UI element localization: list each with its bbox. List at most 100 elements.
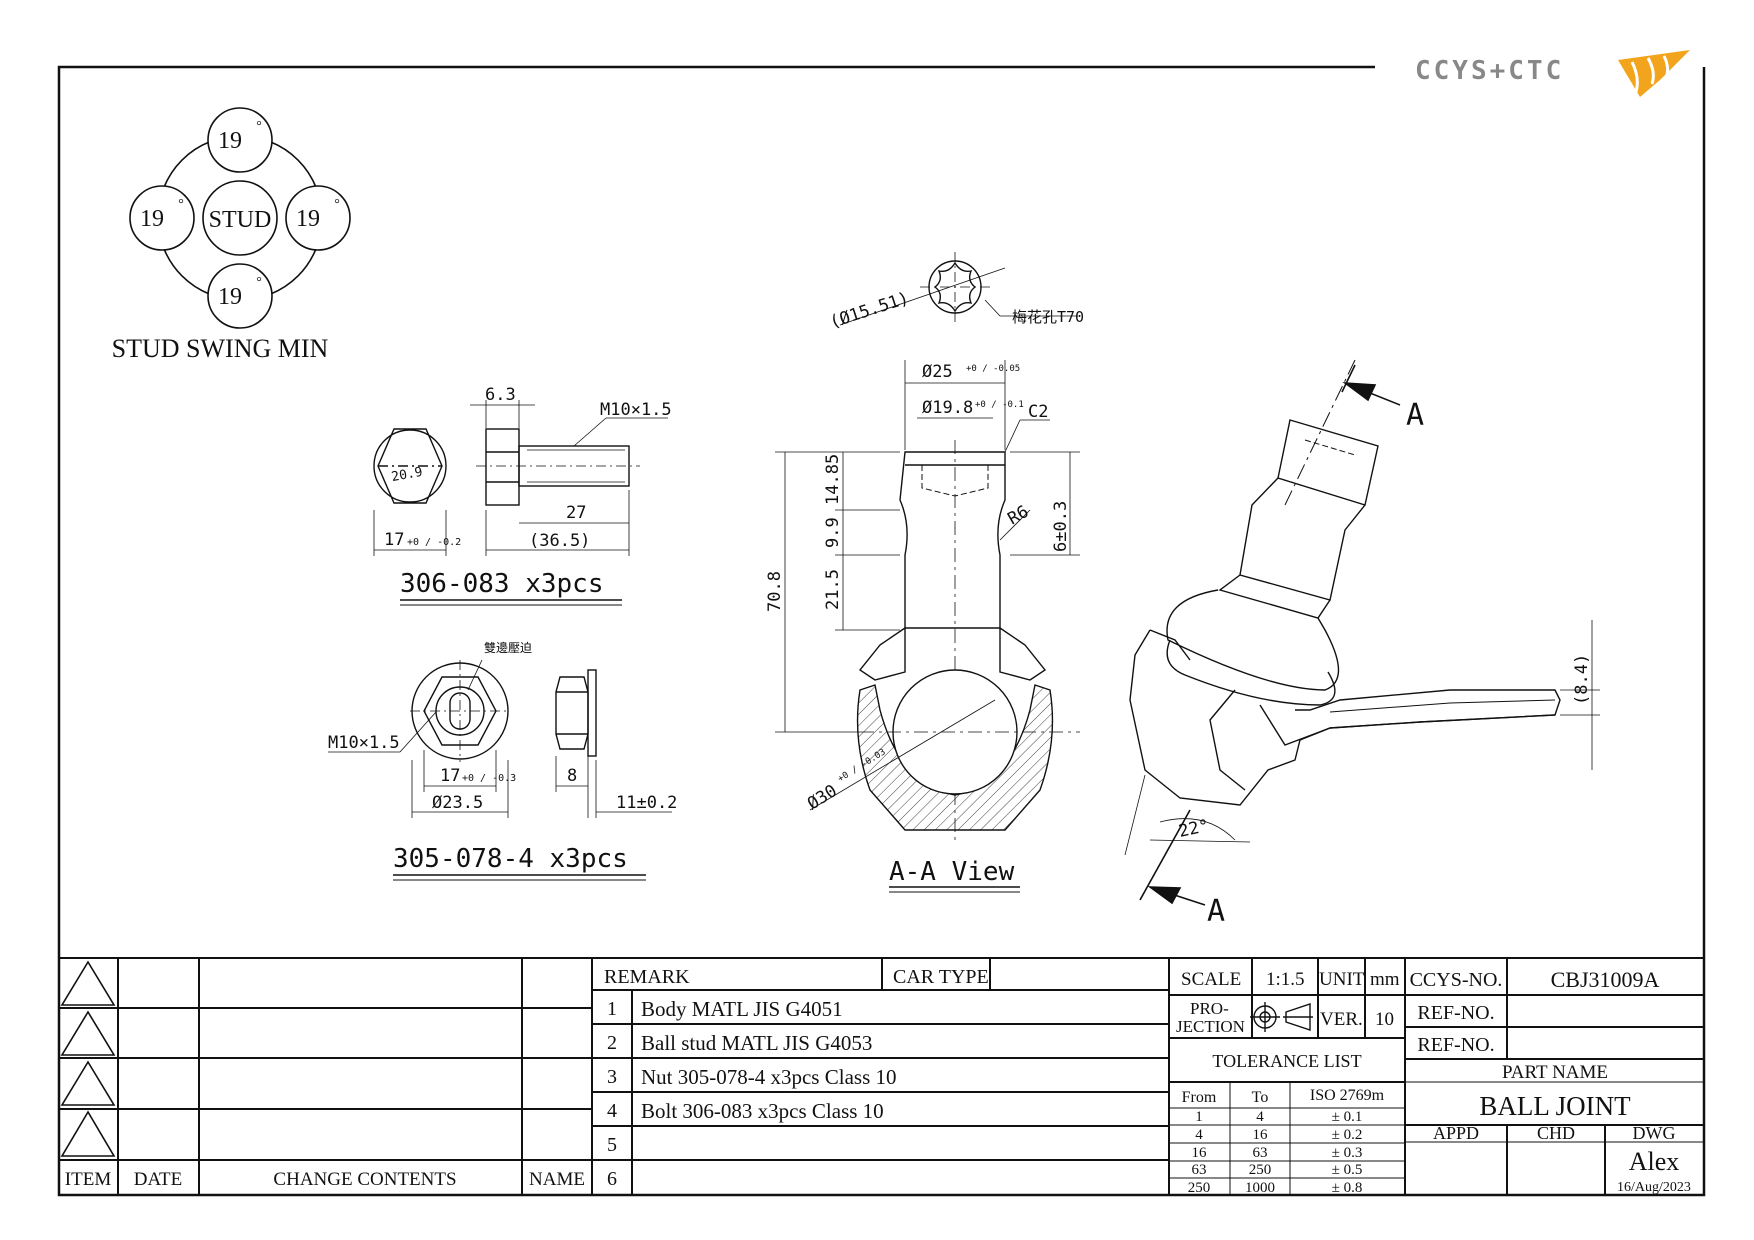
ver-value: 10 [1375, 1009, 1394, 1030]
cut-label-bottom: A [1207, 894, 1225, 929]
tol-row-4-to: 250 [1249, 1162, 1272, 1178]
dim-total: 70.8 [765, 571, 785, 612]
rev-header-change: CHANGE CONTENTS [273, 1169, 456, 1190]
dim-1: 14.85 [823, 454, 843, 505]
scale-value: 1:1.5 [1266, 969, 1305, 990]
remark-text-2: Ball stud MATL JIS G4053 [641, 1031, 872, 1055]
bolt-drawing [373, 400, 668, 556]
remark-no-3: 3 [607, 1066, 617, 1088]
rev-header-date: DATE [134, 1169, 183, 1190]
dim-2: 9.9 [823, 517, 843, 548]
tol-row-2-to: 16 [1253, 1127, 1269, 1143]
ccys-no-label: CCYS-NO. [1410, 969, 1503, 991]
tol-header-iso: ISO 2769m [1310, 1087, 1385, 1104]
company-logo: CCYS+CTC [1415, 50, 1690, 97]
degree-mark-right: ° [334, 197, 340, 212]
isometric-view [1124, 359, 1600, 901]
rev-header-name: NAME [529, 1169, 585, 1190]
stud-swing-caption: STUD SWING MIN [112, 334, 329, 363]
remark-no-5: 5 [607, 1134, 617, 1156]
tol-row-4-iso: ± 0.5 [1332, 1162, 1363, 1178]
degree-mark-left: ° [178, 197, 184, 212]
projection-label-1: PRO- [1190, 999, 1229, 1018]
torx-note: 梅花孔T70 [1012, 308, 1084, 326]
nut-dim-thread: M10×1.5 [328, 733, 400, 753]
section-view-aa [775, 252, 1080, 840]
revision-triangles [60, 960, 116, 1157]
tol-row-3-to: 63 [1253, 1145, 1268, 1161]
projection-label-2: JECTION [1176, 1017, 1245, 1036]
dia-top: Ø25 [922, 362, 953, 382]
ball-dia: Ø30 [804, 781, 841, 814]
part-name-label: PART NAME [1502, 1062, 1608, 1083]
nut-drawing [328, 659, 672, 818]
unit-value: mm [1370, 969, 1400, 990]
rev-header-item: ITEM [65, 1169, 112, 1190]
radius: R6 [1005, 502, 1033, 530]
drawing-date: 16/Aug/2023 [1617, 1180, 1691, 1195]
section-caption: A-A View [889, 857, 1015, 887]
bolt-dim-thread: M10×1.5 [600, 400, 672, 420]
ver-label: VER. [1320, 1009, 1363, 1030]
swing-angle-left: 19 [140, 206, 164, 232]
nut-dim-flange: Ø23.5 [432, 793, 483, 813]
remark-table [591, 957, 1170, 1196]
tol-row-1-iso: ± 0.1 [1332, 1109, 1363, 1125]
nut-caption: 305-078-4 x3pcs [393, 844, 628, 874]
degree-mark-top: ° [256, 119, 262, 134]
scale-label: SCALE [1181, 969, 1241, 990]
tol-row-5-from: 250 [1188, 1180, 1211, 1196]
drawer-name: Alex [1629, 1147, 1680, 1176]
nut-dim-flats: 17 [440, 766, 460, 786]
unit-label: UNIT [1319, 969, 1365, 990]
revision-table [58, 957, 593, 1196]
projection-symbol [1250, 1002, 1313, 1032]
bolt-dim-flats: 17 [384, 530, 404, 550]
iso-dim-right: (8.4) [1572, 654, 1592, 705]
remark-no-4: 4 [607, 1100, 617, 1122]
bolt-dim-corners: 20.9 [390, 465, 423, 485]
remark-label: REMARK [604, 966, 690, 988]
tol-header-from: From [1182, 1089, 1217, 1106]
bolt-caption: 306-083 x3pcs [400, 569, 604, 599]
tol-row-1-to: 4 [1256, 1109, 1264, 1125]
bolt-dim-head: 6.3 [485, 385, 516, 405]
remark-text-3: Nut 305-078-4 x3pcs Class 10 [641, 1065, 897, 1089]
dia-top-tol: +0 / -0.05 [966, 364, 1020, 374]
tol-row-2-iso: ± 0.2 [1332, 1127, 1363, 1143]
bolt-dim-tol: +0 / -0.2 [407, 537, 461, 548]
ccys-no: CBJ31009A [1551, 967, 1660, 992]
title-block [1404, 957, 1705, 1196]
chamfer: C2 [1028, 402, 1048, 422]
ref-no-label-1: REF-NO. [1417, 1002, 1494, 1024]
spec-block [1168, 957, 1406, 1196]
nut-dim-tol: +0 / -0.3 [462, 773, 516, 784]
remark-text-4: Bolt 306-083 x3pcs Class 10 [641, 1099, 884, 1123]
nut-dim-total: 11±0.2 [616, 793, 677, 813]
tol-row-5-iso: ± 0.8 [1332, 1180, 1363, 1196]
torx-dia: (Ø15.51) [827, 288, 911, 332]
part-name: BALL JOINT [1479, 1091, 1631, 1121]
tolerance-title: TOLERANCE LIST [1212, 1051, 1361, 1071]
remark-no-6: 6 [607, 1168, 617, 1190]
dwg-label: DWG [1633, 1123, 1676, 1143]
dim-3: 21.5 [823, 569, 843, 610]
remark-text-1: Body MATL JIS G4051 [641, 997, 843, 1021]
dim-right: 6±0.3 [1051, 501, 1071, 552]
tol-row-4-from: 63 [1192, 1162, 1207, 1178]
tol-row-3-iso: ± 0.3 [1332, 1145, 1363, 1161]
dia-neck: Ø19.8 [922, 398, 973, 418]
remark-no-1: 1 [607, 998, 617, 1020]
remark-no-2: 2 [607, 1032, 617, 1054]
car-type-label: CAR TYPE [893, 966, 989, 988]
bolt-dim-total: (36.5) [529, 531, 590, 551]
stud-label: STUD [209, 207, 272, 233]
swing-angle-top: 19 [218, 128, 242, 154]
tol-row-3-from: 16 [1192, 1145, 1208, 1161]
svg-text:CCYS+CTC: CCYS+CTC [1415, 56, 1564, 86]
degree-mark-bottom: ° [256, 275, 262, 290]
nut-note: 雙邊壓迫 [484, 641, 532, 655]
swing-angle-right: 19 [296, 206, 320, 232]
tol-row-5-to: 1000 [1245, 1180, 1275, 1196]
